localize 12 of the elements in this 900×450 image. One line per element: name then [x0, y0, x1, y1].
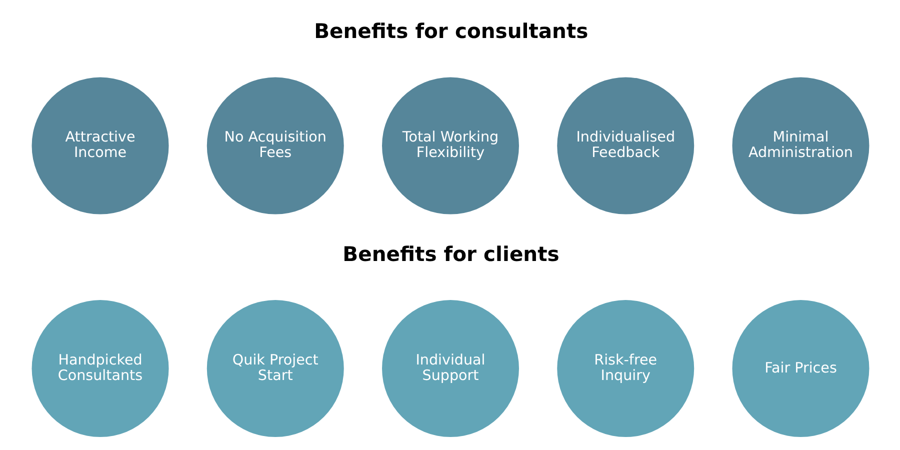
node-circle: Attractive Income: [31, 77, 168, 214]
node-circle: Minimal Administration: [732, 77, 869, 214]
node-circle: Individualised Feedback: [556, 77, 694, 214]
node-circle: No Acquisition Fees: [206, 77, 344, 214]
node-circle: Handpicked Consultants: [31, 300, 168, 438]
node-circle: Fair Prices: [732, 300, 869, 438]
node-circle: Individual Support: [382, 300, 518, 438]
node-circle: Risk-free Inquiry: [556, 300, 694, 438]
label: Benefits for consultants: [314, 19, 588, 44]
node-circle: Quik Project Start: [206, 300, 344, 438]
node-circle: Total Working Flexibility: [382, 77, 518, 214]
label: Benefits for clients: [342, 242, 559, 266]
